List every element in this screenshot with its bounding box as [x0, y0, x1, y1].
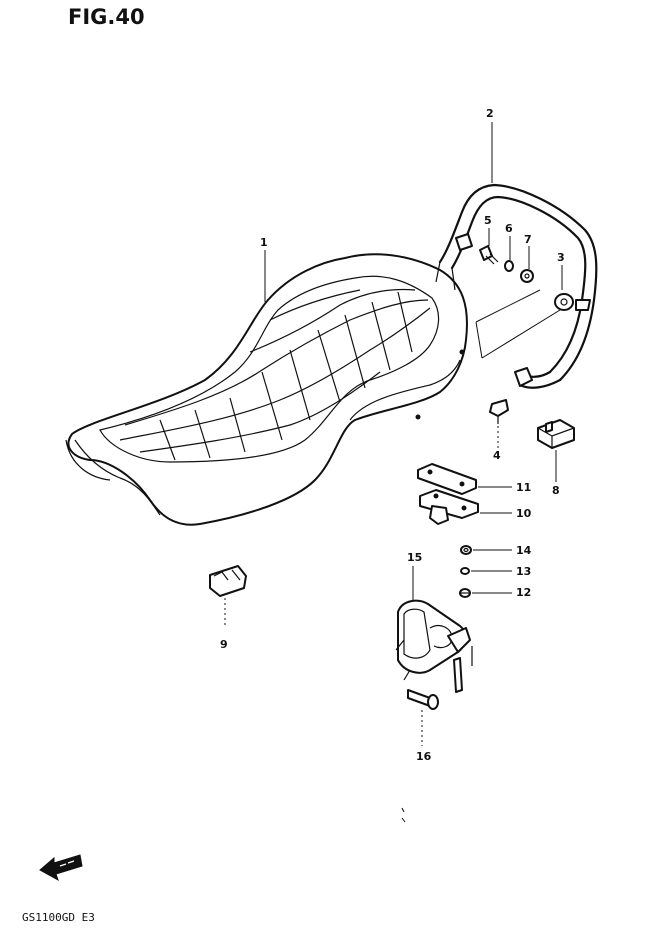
callout-14: 14 — [516, 544, 532, 557]
callout-2: 2 — [486, 107, 494, 120]
front-direction-arrow-icon — [39, 854, 83, 882]
plate-part-11 — [417, 463, 477, 495]
nut-part-12 — [459, 588, 471, 598]
callout-16: 16 — [416, 750, 432, 763]
washer-part-6 — [504, 260, 514, 272]
callout-3: 3 — [557, 251, 565, 264]
callout-1: 1 — [260, 236, 268, 249]
callout-11: 11 — [516, 481, 531, 494]
seat-bolt-hole — [415, 414, 421, 420]
callout-7: 7 — [524, 233, 532, 246]
screw-part-16 — [407, 689, 439, 710]
callout-9: 9 — [220, 638, 228, 651]
grab-rail-part-2 — [435, 183, 598, 389]
seat-part-1 — [65, 253, 468, 526]
lock-washer-part-13 — [460, 567, 470, 575]
callout-15: 15 — [407, 551, 422, 564]
lock-bracket-part-10 — [419, 489, 479, 525]
bolt-part-5 — [479, 245, 499, 265]
callout-8: 8 — [552, 484, 560, 497]
cushion-part-3 — [554, 293, 574, 311]
callout-10: 10 — [516, 507, 532, 520]
callout-13: 13 — [516, 565, 531, 578]
callout-12: 12 — [516, 586, 531, 599]
bolt-part-4 — [489, 399, 509, 424]
clip-part-9 — [209, 565, 247, 597]
figure-title: FIG.40 — [68, 5, 145, 29]
callout-5: 5 — [484, 214, 492, 227]
model-code: GS1100GD E3 — [22, 911, 95, 924]
washer-part-14 — [460, 545, 472, 555]
bracket-part-8 — [537, 419, 575, 449]
callout-6: 6 — [505, 222, 513, 235]
seat-lock-part-15 — [395, 599, 473, 693]
washer-part-7 — [520, 269, 534, 283]
callout-4: 4 — [493, 449, 501, 462]
